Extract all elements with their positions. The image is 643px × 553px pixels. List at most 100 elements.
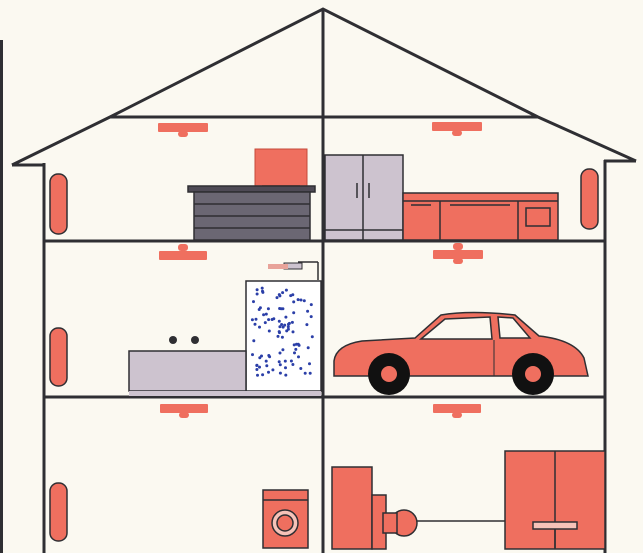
steam-dot — [280, 335, 284, 339]
steam-dot — [283, 323, 287, 327]
steam-dot — [281, 325, 285, 329]
steam-dot — [306, 346, 310, 350]
steam-dot — [258, 306, 262, 310]
steam-dot — [278, 325, 282, 329]
shower-head — [268, 261, 319, 280]
ceiling-heater-icon — [159, 244, 207, 260]
steam-dot — [252, 339, 256, 343]
steam-dot — [263, 321, 267, 325]
steam-dot — [287, 321, 291, 325]
steam-dot — [281, 291, 285, 295]
tv-cabinet — [187, 185, 316, 241]
steam-dot — [260, 286, 264, 290]
wall-radiator-icon — [49, 482, 68, 542]
wall-radiator-icon — [49, 173, 68, 235]
steam-dot — [267, 370, 270, 374]
steam-dot — [258, 365, 261, 369]
steam-dot — [308, 371, 312, 375]
steam-dot — [258, 356, 262, 360]
steam-dot — [290, 320, 294, 324]
steam-dot — [250, 318, 254, 322]
steam-dot — [276, 334, 280, 338]
steam-dot — [309, 303, 313, 307]
steam-dot — [254, 317, 258, 321]
steam-dot — [278, 351, 282, 355]
bathroom-floor-strip — [129, 391, 321, 396]
steam-dot — [294, 347, 298, 351]
steam-dot — [278, 363, 282, 367]
steam-dot — [309, 315, 313, 319]
steam-dot — [284, 373, 288, 377]
steam-dot — [310, 335, 314, 339]
steam-dot — [256, 373, 259, 377]
ceiling-heater-icon — [160, 404, 208, 418]
steam-dot — [271, 368, 275, 372]
steam-dot — [277, 319, 281, 323]
steam-dot — [264, 359, 268, 363]
steam-dot — [264, 312, 268, 316]
steam-dot — [277, 330, 281, 334]
steam-dot — [291, 363, 295, 366]
tv — [254, 148, 308, 189]
steam-dot — [266, 307, 270, 311]
steam-dot — [289, 359, 293, 363]
steam-dot — [261, 373, 265, 377]
steam-dot — [303, 371, 307, 375]
tank-stand — [532, 521, 578, 548]
pump — [382, 509, 505, 537]
steam-dot — [255, 292, 259, 296]
steam-dot — [278, 371, 282, 375]
steam-dot — [284, 366, 287, 370]
house-structure — [42, 9, 607, 553]
wall-radiator-icon — [49, 327, 68, 387]
ceiling-heaters — [158, 122, 483, 418]
steam-dot — [291, 330, 295, 334]
steam-dot — [267, 318, 271, 322]
steam-dot — [258, 325, 261, 329]
refrigerator — [324, 154, 404, 241]
steam-dot — [255, 364, 259, 367]
ceiling-heater-icon — [433, 404, 481, 418]
steam-dot — [255, 288, 259, 292]
steam-dot — [265, 364, 269, 368]
ceiling-heater-icon — [432, 122, 482, 136]
steam-dot — [280, 323, 284, 326]
steam-dot — [267, 329, 271, 333]
steam-dot — [277, 360, 281, 364]
car — [333, 311, 589, 395]
steam-dot — [281, 348, 285, 352]
steam-dot — [253, 322, 257, 326]
wall-radiator-icon — [580, 168, 599, 230]
steam-dot — [295, 342, 298, 346]
boiler — [331, 466, 387, 550]
steam-dot — [292, 300, 296, 304]
shower-steam — [250, 286, 314, 377]
steam-dot — [292, 311, 296, 315]
steam-dot — [267, 354, 271, 357]
shower-cabin — [245, 280, 322, 392]
steam-dot — [299, 298, 303, 302]
steam-dot — [293, 351, 296, 355]
steam-dot — [302, 299, 306, 303]
steam-dot — [286, 325, 290, 329]
bathtub — [128, 336, 247, 392]
oven — [525, 207, 551, 227]
steam-dot — [279, 307, 283, 311]
steam-dot — [284, 288, 288, 292]
steam-dot — [299, 367, 303, 370]
steam-dot — [255, 368, 259, 371]
steam-dot — [308, 362, 311, 366]
steam-dot — [251, 353, 254, 357]
steam-dot — [283, 359, 287, 363]
steam-dot — [305, 323, 309, 327]
steam-dot — [261, 289, 264, 293]
wall-radiators — [49, 168, 599, 542]
washing-machine — [262, 489, 309, 549]
steam-dot — [297, 355, 300, 359]
steam-dot — [296, 298, 300, 302]
steam-dot — [277, 293, 281, 297]
steam-dot — [252, 300, 255, 304]
steam-dot — [292, 343, 296, 347]
steam-dot — [284, 315, 288, 319]
